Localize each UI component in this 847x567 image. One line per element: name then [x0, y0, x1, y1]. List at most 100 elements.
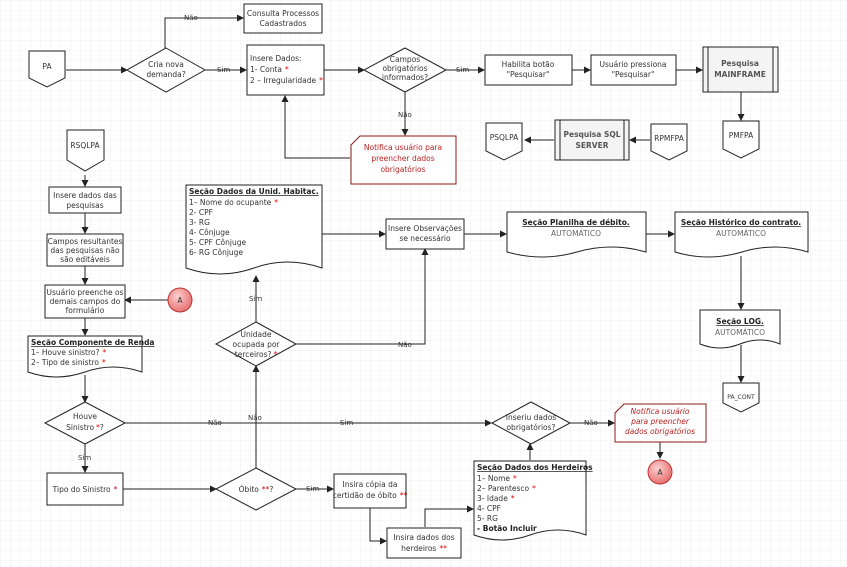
node-secao-planilha: Seção Planilha de débito. AUTOMÁTICO — [506, 211, 647, 258]
svg-text:Seção Dados dos Herdeiros: Seção Dados dos Herdeiros — [477, 463, 593, 472]
svg-text:Cadastrados: Cadastrados — [260, 19, 307, 28]
svg-text:Usuário preenche os: Usuário preenche os — [47, 288, 124, 297]
edges — [66, 14, 745, 545]
svg-text:PMFPA: PMFPA — [729, 131, 754, 140]
node-usuario-pressiona: Usuário pressiona "Pesquisar" — [590, 54, 677, 86]
svg-text:formulário: formulário — [66, 306, 105, 315]
svg-text:Houve: Houve — [73, 412, 97, 421]
label-nao-consulta: Não — [184, 14, 198, 22]
svg-text:Usuário pressiona: Usuário pressiona — [599, 60, 666, 69]
node-pa-cont: PA_CONT — [722, 382, 760, 413]
svg-text:A: A — [177, 296, 183, 305]
svg-text:se necessário: se necessário — [399, 234, 451, 243]
svg-text:Inseriu dados: Inseriu dados — [506, 413, 556, 422]
label-sim-tipo: Sim — [78, 454, 91, 462]
connector-a-right: A — [647, 459, 673, 485]
node-inseriu-dados: Inseriu dados obrigatórios? — [490, 401, 572, 445]
svg-text:obrigatórios: obrigatórios — [380, 165, 425, 174]
node-tipo-sinistro: Tipo do Sinistro* — [46, 472, 124, 506]
node-pesquisa-mainframe: Pesquisa MAINFRAME — [702, 46, 779, 93]
node-houve-sinistro: Houve Sinistro*? — [43, 401, 127, 445]
node-campos-obrigatorios: Campos obrigatórios informados? — [362, 47, 448, 93]
svg-text:dados obrigatórios: dados obrigatórios — [625, 427, 695, 436]
node-insere-dados: Insere Dados: 1- Conta* 2 – Irregularida… — [246, 44, 325, 96]
svg-text:PA_CONT: PA_CONT — [727, 394, 755, 401]
svg-text:PSQLPA: PSQLPA — [490, 133, 519, 142]
edge-notifica-insere — [281, 95, 350, 159]
svg-text:Campos resultantes: Campos resultantes — [48, 237, 123, 246]
svg-text:Cria nova: Cria nova — [148, 60, 184, 69]
node-unidade-ocupada: Unidade ocupada por terceiros?* — [214, 321, 298, 367]
node-cria-demanda: Cria nova demanda? — [125, 47, 207, 93]
node-psqlpa: PSQLPA — [485, 122, 523, 161]
svg-text:PA: PA — [42, 62, 52, 71]
svg-text:1– Nome*: 1– Nome* — [477, 474, 517, 483]
svg-text:2– Tipo de sinistro*: 2– Tipo de sinistro* — [31, 358, 106, 367]
svg-text:Insere Dados:: Insere Dados: — [250, 54, 302, 63]
node-rpmfpa: RPMFPA — [650, 123, 688, 161]
svg-text:Seção Dados da Unid. Habitac.: Seção Dados da Unid. Habitac. — [189, 187, 319, 196]
svg-text:3- RG: 3- RG — [189, 218, 210, 227]
svg-text:Unidade: Unidade — [240, 330, 271, 339]
svg-text:Notifica usuário: Notifica usuário — [631, 407, 690, 416]
svg-text:herdeiros**: herdeiros** — [401, 544, 447, 553]
edge-unidade-obs — [296, 248, 429, 345]
label-sim-inseriu: Sim — [340, 419, 353, 427]
svg-text:obrigatórios?: obrigatórios? — [506, 423, 555, 432]
svg-text:Habilita botão: Habilita botão — [502, 60, 555, 69]
svg-text:demais campos do: demais campos do — [50, 297, 121, 306]
svg-text:5- RG: 5- RG — [477, 514, 498, 523]
label-nao-inseriu: Não — [584, 419, 598, 427]
node-insira-copia: Insira cópia da certidão de óbito** — [333, 473, 408, 509]
svg-text:AUTOMÁTICO: AUTOMÁTICO — [551, 229, 601, 238]
svg-text:2- CPF: 2- CPF — [189, 208, 213, 217]
node-pa: PA — [28, 50, 66, 88]
svg-text:para preencher: para preencher — [630, 417, 690, 426]
label-nao-notifica: Não — [398, 111, 412, 119]
svg-text:preencher dados: preencher dados — [371, 154, 434, 163]
svg-text:ocupada por: ocupada por — [233, 340, 281, 349]
svg-text:certidão de óbito**: certidão de óbito** — [333, 491, 408, 500]
connector-a-left: A — [167, 287, 193, 313]
node-insere-observacoes: Insere Observações se necessário — [385, 218, 465, 250]
node-secao-historico: Seção Histórico do contrato. AUTOMÁTICO — [674, 211, 809, 258]
svg-text:terceiros?*: terceiros?* — [235, 350, 278, 359]
svg-text:5- CPF Cônjuge: 5- CPF Cônjuge — [189, 238, 246, 247]
edge-herdeiros-secao — [424, 505, 474, 527]
svg-text:4- Cônjuge: 4- Cônjuge — [189, 228, 230, 237]
svg-text:Seção Planilha de débito.: Seção Planilha de débito. — [522, 218, 630, 227]
edge-copia-herdeiros — [369, 508, 387, 545]
node-obito: Óbito**? — [214, 467, 298, 511]
svg-text:informados?: informados? — [382, 73, 428, 82]
svg-text:Tipo do Sinistro*: Tipo do Sinistro* — [52, 485, 118, 494]
node-insere-pesquisas: Insere dados das pesquisas — [48, 186, 122, 214]
label-nao-obito: Não — [248, 414, 262, 422]
node-habilita-botao: Habilita botão "Pesquisar" — [484, 54, 573, 86]
node-notifica-usuario-top: Notifica usuário para preencher dados ob… — [350, 135, 457, 185]
svg-text:4- CPF: 4- CPF — [477, 504, 501, 513]
svg-text:Insira dados dos: Insira dados dos — [393, 533, 454, 542]
svg-text:Pesquisa: Pesquisa — [721, 59, 759, 68]
svg-text:1– Nome do ocupante*: 1– Nome do ocupante* — [189, 198, 278, 207]
svg-text:Insere Observações: Insere Observações — [388, 224, 462, 233]
svg-text:AUTOMÁTICO: AUTOMÁTICO — [715, 328, 765, 337]
svg-text:Óbito**?: Óbito**? — [239, 485, 274, 494]
svg-text:MAINFRAME: MAINFRAME — [714, 70, 766, 79]
node-rsqlpa: RSQLPA — [66, 129, 105, 172]
svg-text:Insere dados das: Insere dados das — [53, 191, 117, 200]
node-campos-resultantes: Campos resultantes das pesquisas não são… — [46, 233, 124, 267]
svg-text:Seção Componente de Renda: Seção Componente de Renda — [31, 338, 155, 347]
svg-text:2– Parentesco*: 2– Parentesco* — [477, 484, 536, 493]
svg-text:6- RG Cônjuge: 6- RG Cônjuge — [189, 248, 243, 257]
node-notifica-usuario-bottom: Notifica usuário para preencher dados ob… — [614, 403, 707, 443]
svg-text:"Pesquisar": "Pesquisar" — [612, 70, 655, 79]
svg-text:AUTOMÁTICO: AUTOMÁTICO — [716, 229, 766, 238]
node-pmfpa: PMFPA — [722, 120, 760, 159]
svg-text:das pesquisas não: das pesquisas não — [50, 246, 120, 255]
label-sim-unidade: Sim — [249, 295, 262, 303]
svg-text:obrigatórios: obrigatórios — [382, 64, 427, 73]
svg-text:RSQLPA: RSQLPA — [70, 141, 100, 150]
label-sim-insere: Sim — [217, 66, 230, 74]
svg-text:SERVER: SERVER — [575, 141, 608, 150]
